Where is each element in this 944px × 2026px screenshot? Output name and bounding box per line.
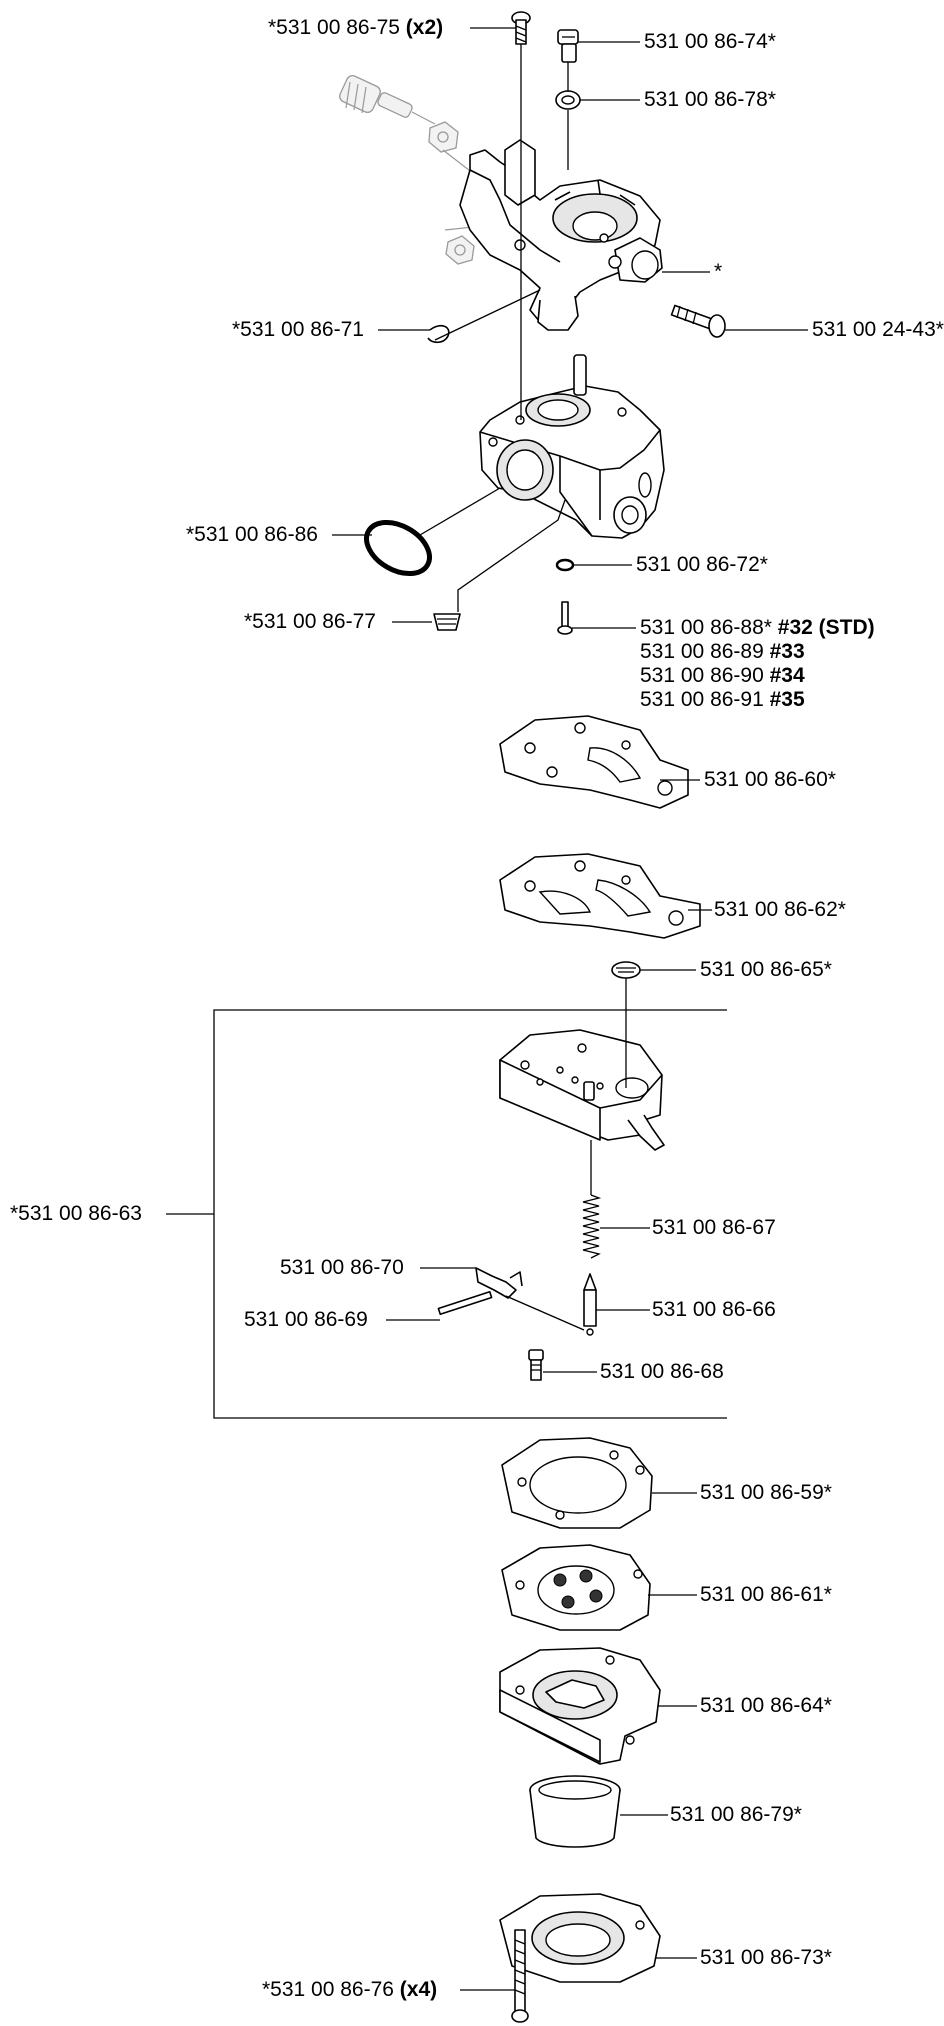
o-ring-86-72 bbox=[555, 558, 575, 572]
screw-24-43 bbox=[670, 304, 726, 338]
label-part-86-62: 531 00 86-62* bbox=[714, 898, 846, 922]
part-number: *531 00 86-77 bbox=[244, 610, 376, 633]
valve-86-74 bbox=[557, 29, 579, 63]
part-number: *531 00 86-71 bbox=[232, 318, 364, 341]
needle-86-66 bbox=[583, 1273, 597, 1336]
washer-86-78 bbox=[555, 90, 581, 110]
part-number: *531 00 86-86 bbox=[186, 523, 318, 546]
label-part-86-67: 531 00 86-67 bbox=[652, 1216, 776, 1240]
label-part-86-75: *531 00 86-75 (x2) bbox=[268, 16, 443, 40]
jet-row: 531 00 86-88* #32 (STD) bbox=[640, 616, 875, 640]
cup-86-79 bbox=[529, 1775, 621, 1848]
part-number: * bbox=[714, 260, 723, 283]
label-part-86-71: *531 00 86-71 bbox=[232, 318, 364, 342]
cover-86-64 bbox=[499, 1647, 661, 1765]
part-number: 531 00 86-60* bbox=[704, 768, 836, 791]
screen-86-77 bbox=[433, 613, 461, 631]
label-jet-list: 531 00 86-88* #32 (STD) 531 00 86-89 #33… bbox=[640, 616, 875, 712]
label-part-24-43: 531 00 24-43* bbox=[812, 318, 944, 342]
label-part-86-64: 531 00 86-64* bbox=[700, 1694, 832, 1718]
pump-body bbox=[499, 1029, 665, 1151]
part-number: 531 00 86-91 bbox=[640, 688, 764, 711]
label-part-86-72: 531 00 86-72* bbox=[636, 553, 768, 577]
quantity: (x4) bbox=[399, 1978, 438, 2001]
part-number: *531 00 86-63 bbox=[10, 1202, 142, 1225]
label-part-86-59: 531 00 86-59* bbox=[700, 1481, 832, 1505]
part-number: 531 00 86-68 bbox=[600, 1360, 724, 1383]
part-number: 531 00 86-59* bbox=[700, 1481, 832, 1504]
label-part-86-70: 531 00 86-70 bbox=[280, 1256, 404, 1280]
quantity: (x2) bbox=[405, 16, 444, 39]
part-number: 531 00 86-72* bbox=[636, 553, 768, 576]
jet-size: #35 bbox=[769, 688, 805, 711]
part-number: 531 00 86-61* bbox=[700, 1583, 832, 1606]
part-number: 531 00 86-65* bbox=[700, 958, 832, 981]
o-ring-86-86 bbox=[364, 519, 432, 577]
gasket-86-62 bbox=[499, 853, 701, 939]
ghost-adjust-screw bbox=[339, 75, 436, 125]
jet-size: #33 bbox=[769, 640, 805, 663]
jet-86-88 bbox=[557, 601, 573, 635]
part-number: 531 00 86-78* bbox=[644, 88, 776, 111]
leader-lines bbox=[166, 27, 808, 1991]
clip-86-71 bbox=[427, 324, 450, 344]
label-part-86-73: 531 00 86-73* bbox=[700, 1946, 832, 1970]
part-number: 531 00 86-73* bbox=[700, 1946, 832, 1969]
part-number: 531 00 86-70 bbox=[280, 1256, 404, 1279]
label-part-86-63: *531 00 86-63 bbox=[10, 1202, 142, 1226]
valve-disc-86-65 bbox=[611, 961, 641, 979]
part-number: 531 00 24-43* bbox=[812, 318, 944, 341]
label-part-86-79: 531 00 86-79* bbox=[670, 1803, 802, 1827]
cover-plate-86-73 bbox=[499, 1893, 661, 1983]
gasket-86-60 bbox=[499, 715, 689, 809]
part-number: 531 00 86-66 bbox=[652, 1298, 776, 1321]
label-part-86-60: 531 00 86-60* bbox=[704, 768, 836, 792]
screw-86-68 bbox=[528, 1349, 544, 1381]
lever-86-70 bbox=[475, 1267, 585, 1331]
label-asterisk: * bbox=[714, 260, 722, 284]
jet-size: #34 bbox=[769, 664, 805, 687]
screw-86-75 bbox=[511, 11, 531, 45]
part-number: *531 00 86-75 bbox=[268, 16, 400, 39]
diaphragm-86-61 bbox=[501, 1544, 651, 1631]
part-number: 531 00 86-89 bbox=[640, 640, 764, 663]
screw-86-76 bbox=[511, 1929, 529, 2023]
part-number: *531 00 86-76 bbox=[262, 1978, 394, 2001]
label-part-86-69: 531 00 86-69 bbox=[244, 1308, 368, 1332]
carburetor-body bbox=[479, 354, 665, 539]
part-number: 531 00 86-90 bbox=[640, 664, 764, 687]
part-number: 531 00 86-88* bbox=[640, 616, 772, 639]
label-part-86-77: *531 00 86-77 bbox=[244, 610, 376, 634]
label-part-86-66: 531 00 86-66 bbox=[652, 1298, 776, 1322]
jet-size: #32 (STD) bbox=[777, 616, 875, 639]
label-part-86-78: 531 00 86-78* bbox=[644, 88, 776, 112]
ghost-nut-lower bbox=[445, 235, 475, 265]
label-part-86-76: *531 00 86-76 (x4) bbox=[262, 1978, 437, 2002]
part-number: 531 00 86-79* bbox=[670, 1803, 802, 1826]
part-number: 531 00 86-62* bbox=[714, 898, 846, 921]
ghost-nut bbox=[428, 121, 459, 153]
jet-row: 531 00 86-90 #34 bbox=[640, 664, 875, 688]
label-part-86-68: 531 00 86-68 bbox=[600, 1360, 724, 1384]
jet-row: 531 00 86-89 #33 bbox=[640, 640, 875, 664]
part-number: 531 00 86-74* bbox=[644, 30, 776, 53]
part-number: 531 00 86-64* bbox=[700, 1694, 832, 1717]
label-part-86-61: 531 00 86-61* bbox=[700, 1583, 832, 1607]
pin-86-69 bbox=[437, 1291, 493, 1315]
part-number: 531 00 86-69 bbox=[244, 1308, 368, 1331]
label-part-86-86: *531 00 86-86 bbox=[186, 523, 318, 547]
throttle-body-housing bbox=[459, 139, 663, 331]
part-number: 531 00 86-67 bbox=[652, 1216, 776, 1239]
label-part-86-65: 531 00 86-65* bbox=[700, 958, 832, 982]
spring-86-67 bbox=[582, 1194, 602, 1259]
jet-row: 531 00 86-91 #35 bbox=[640, 688, 875, 712]
gasket-86-59 bbox=[501, 1437, 653, 1529]
label-part-86-74: 531 00 86-74* bbox=[644, 30, 776, 54]
